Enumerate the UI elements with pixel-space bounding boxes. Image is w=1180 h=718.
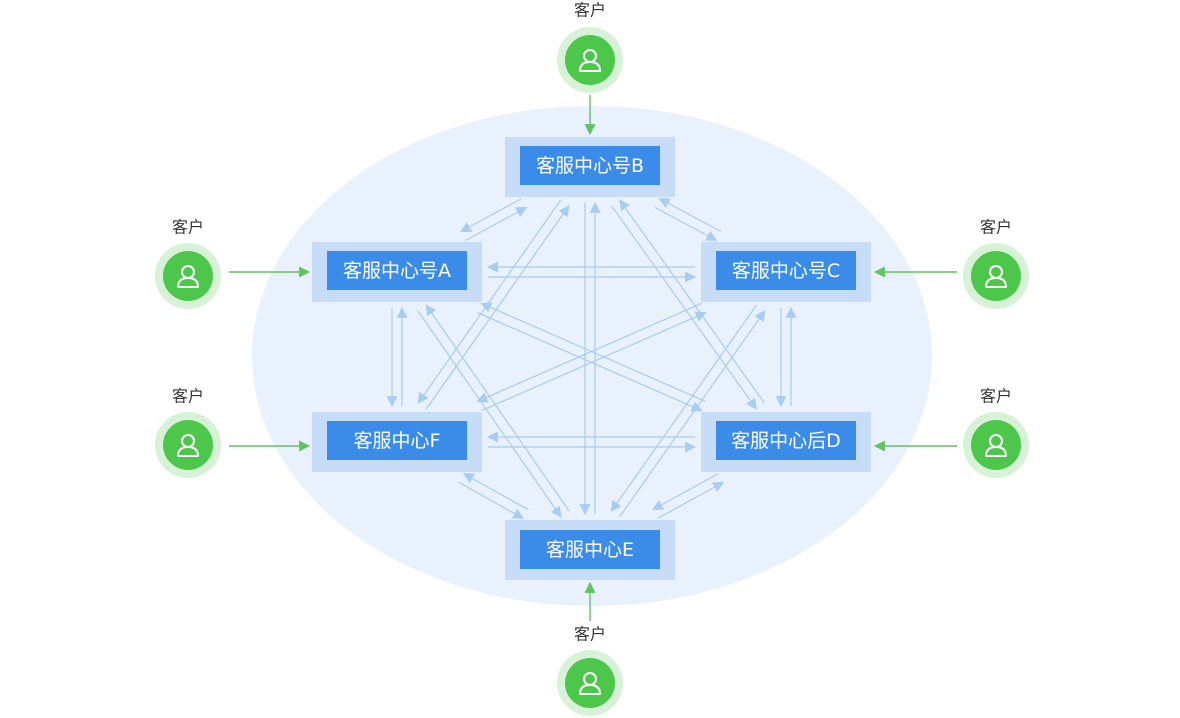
user-icon [579,49,601,72]
client-bottom-label: 客户 [574,625,606,644]
link-B-F [417,199,562,405]
link-A-D [477,312,703,412]
node-c[interactable]: 客服中心号C [701,242,871,302]
user-icon [177,265,199,288]
link-C-E [610,304,757,512]
node-b[interactable]: 客服中心号B [505,137,675,197]
link-B-C [654,206,718,241]
link-E-A [425,304,570,512]
link-C-B [658,198,722,233]
link-E-C [619,310,766,518]
client-left-upper-label: 客户 [172,218,204,237]
client-right-lower-label: 客户 [980,387,1012,406]
node-c-label: 客服中心号C [732,260,840,282]
link-B-D [611,205,757,410]
client-left-lower-label: 客户 [172,387,204,406]
node-e[interactable]: 客服中心E [505,520,675,580]
link-F-E [458,481,525,519]
link-E-D [657,481,725,519]
node-d-label: 客服中心后D [731,430,841,452]
link-A-E [417,310,562,518]
link-E-F [462,473,529,511]
link-B-A [459,198,522,233]
links [386,198,797,519]
link-C-F [476,302,702,403]
node-e-label: 客服中心E [546,539,634,561]
node-d[interactable]: 客服中心后D [701,412,871,472]
user-icon [985,434,1007,457]
node-f[interactable]: 客服中心F [312,412,482,472]
client-right-upper-label: 客户 [980,218,1012,237]
client-bottom[interactable]: 客户 [557,625,623,717]
client-top[interactable]: 客户 [557,1,623,94]
node-a-label: 客服中心号A [343,260,451,282]
link-D-E [651,473,719,511]
link-F-B [425,204,570,410]
link-A-B [465,206,528,241]
link-F-C [481,311,707,412]
network-area [252,106,932,606]
link-D-A [480,302,706,402]
user-icon [177,434,199,457]
client-left-lower[interactable]: 客户 [155,387,221,479]
client-right-upper[interactable]: 客户 [963,218,1029,310]
node-a[interactable]: 客服中心号A [312,242,482,302]
client-left-upper[interactable]: 客户 [155,218,221,310]
user-icon [985,265,1007,288]
client-arrows [229,95,957,621]
client-right-lower[interactable]: 客户 [963,387,1029,479]
user-icon [579,672,601,695]
node-b-label: 客服中心号B [536,155,644,177]
link-D-B [619,199,765,404]
node-f-label: 客服中心F [354,430,441,452]
client-top-label: 客户 [574,1,606,20]
